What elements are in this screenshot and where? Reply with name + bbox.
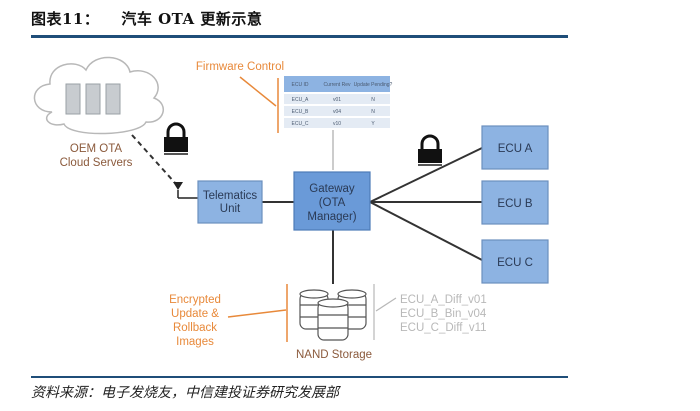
ecu-b-label: ECU B — [497, 198, 532, 210]
telematics-label-1: Telematics — [203, 190, 258, 202]
table-cell: ECU_B — [292, 109, 309, 115]
ecu-c-label: ECU C — [497, 257, 533, 269]
nand-storage-label: NAND Storage — [296, 349, 372, 361]
gateway-label-1: Gateway — [309, 183, 355, 195]
database-icon — [299, 289, 367, 341]
table-cell: v01 — [333, 97, 341, 103]
table-cell: v04 — [333, 109, 341, 115]
ecu-a-box — [481, 125, 549, 170]
firmware-table: ECU ID Current Rev Update Pending? ECU_A… — [284, 76, 393, 128]
table-cell: ECU_C — [292, 121, 309, 127]
figure-title: 图表11： 汽车 OTA 更新示意 — [31, 8, 262, 29]
image-item: ECU_B_Bin_v04 — [400, 308, 487, 320]
telematics-unit — [197, 180, 263, 224]
table-header: Update Pending? — [354, 82, 393, 88]
firmware-control-label: Firmware Control — [196, 61, 284, 73]
encrypted-label-1: Encrypted — [169, 294, 221, 306]
encrypted-label-2: Update & — [171, 308, 219, 320]
top-rule — [31, 35, 568, 38]
ecu-c-box — [481, 239, 549, 284]
cloud-label-2: Cloud Servers — [60, 157, 133, 169]
source-note: 资料来源：电子发烧友，中信建投证券研究发展部 — [31, 386, 339, 401]
images-pointer — [375, 297, 397, 312]
encrypted-label-4: Images — [176, 336, 214, 348]
table-cell: ECU_A — [292, 97, 309, 103]
table-header: ECU ID — [292, 82, 309, 88]
telematics-label-2: Unit — [220, 203, 241, 215]
table-cell: N — [371, 97, 375, 103]
bottom-rule — [31, 376, 568, 378]
encrypted-pointer — [227, 309, 287, 318]
image-item: ECU_C_Diff_v11 — [400, 322, 487, 334]
figure-caption: 汽车 OTA 更新示意 — [121, 10, 263, 28]
link-ecu-a — [369, 147, 483, 203]
ecu-a-label: ECU A — [498, 143, 533, 155]
gateway-label-2: (OTA — [319, 197, 346, 209]
antenna-icon — [173, 182, 198, 199]
table-cell: Y — [371, 121, 375, 127]
cloud-label-1: OEM OTA — [70, 143, 123, 155]
gateway-box — [293, 171, 371, 231]
firmware-pointer — [239, 76, 277, 107]
ecu-b-box — [481, 180, 549, 225]
figure-number: 图表11： — [31, 10, 100, 28]
server-icon — [65, 83, 121, 115]
table-cell: v10 — [333, 121, 341, 127]
table-cell: N — [371, 109, 375, 115]
table-header: Current Rev — [324, 82, 351, 88]
lock-icon — [164, 122, 188, 155]
gateway-label-3: Manager) — [307, 211, 356, 223]
lock-icon-ecu — [418, 134, 442, 166]
wireless-link — [131, 134, 177, 185]
image-item: ECU_A_Diff_v01 — [400, 294, 487, 306]
link-ecu-c — [369, 201, 483, 261]
encrypted-label-3: Rollback — [173, 322, 217, 334]
